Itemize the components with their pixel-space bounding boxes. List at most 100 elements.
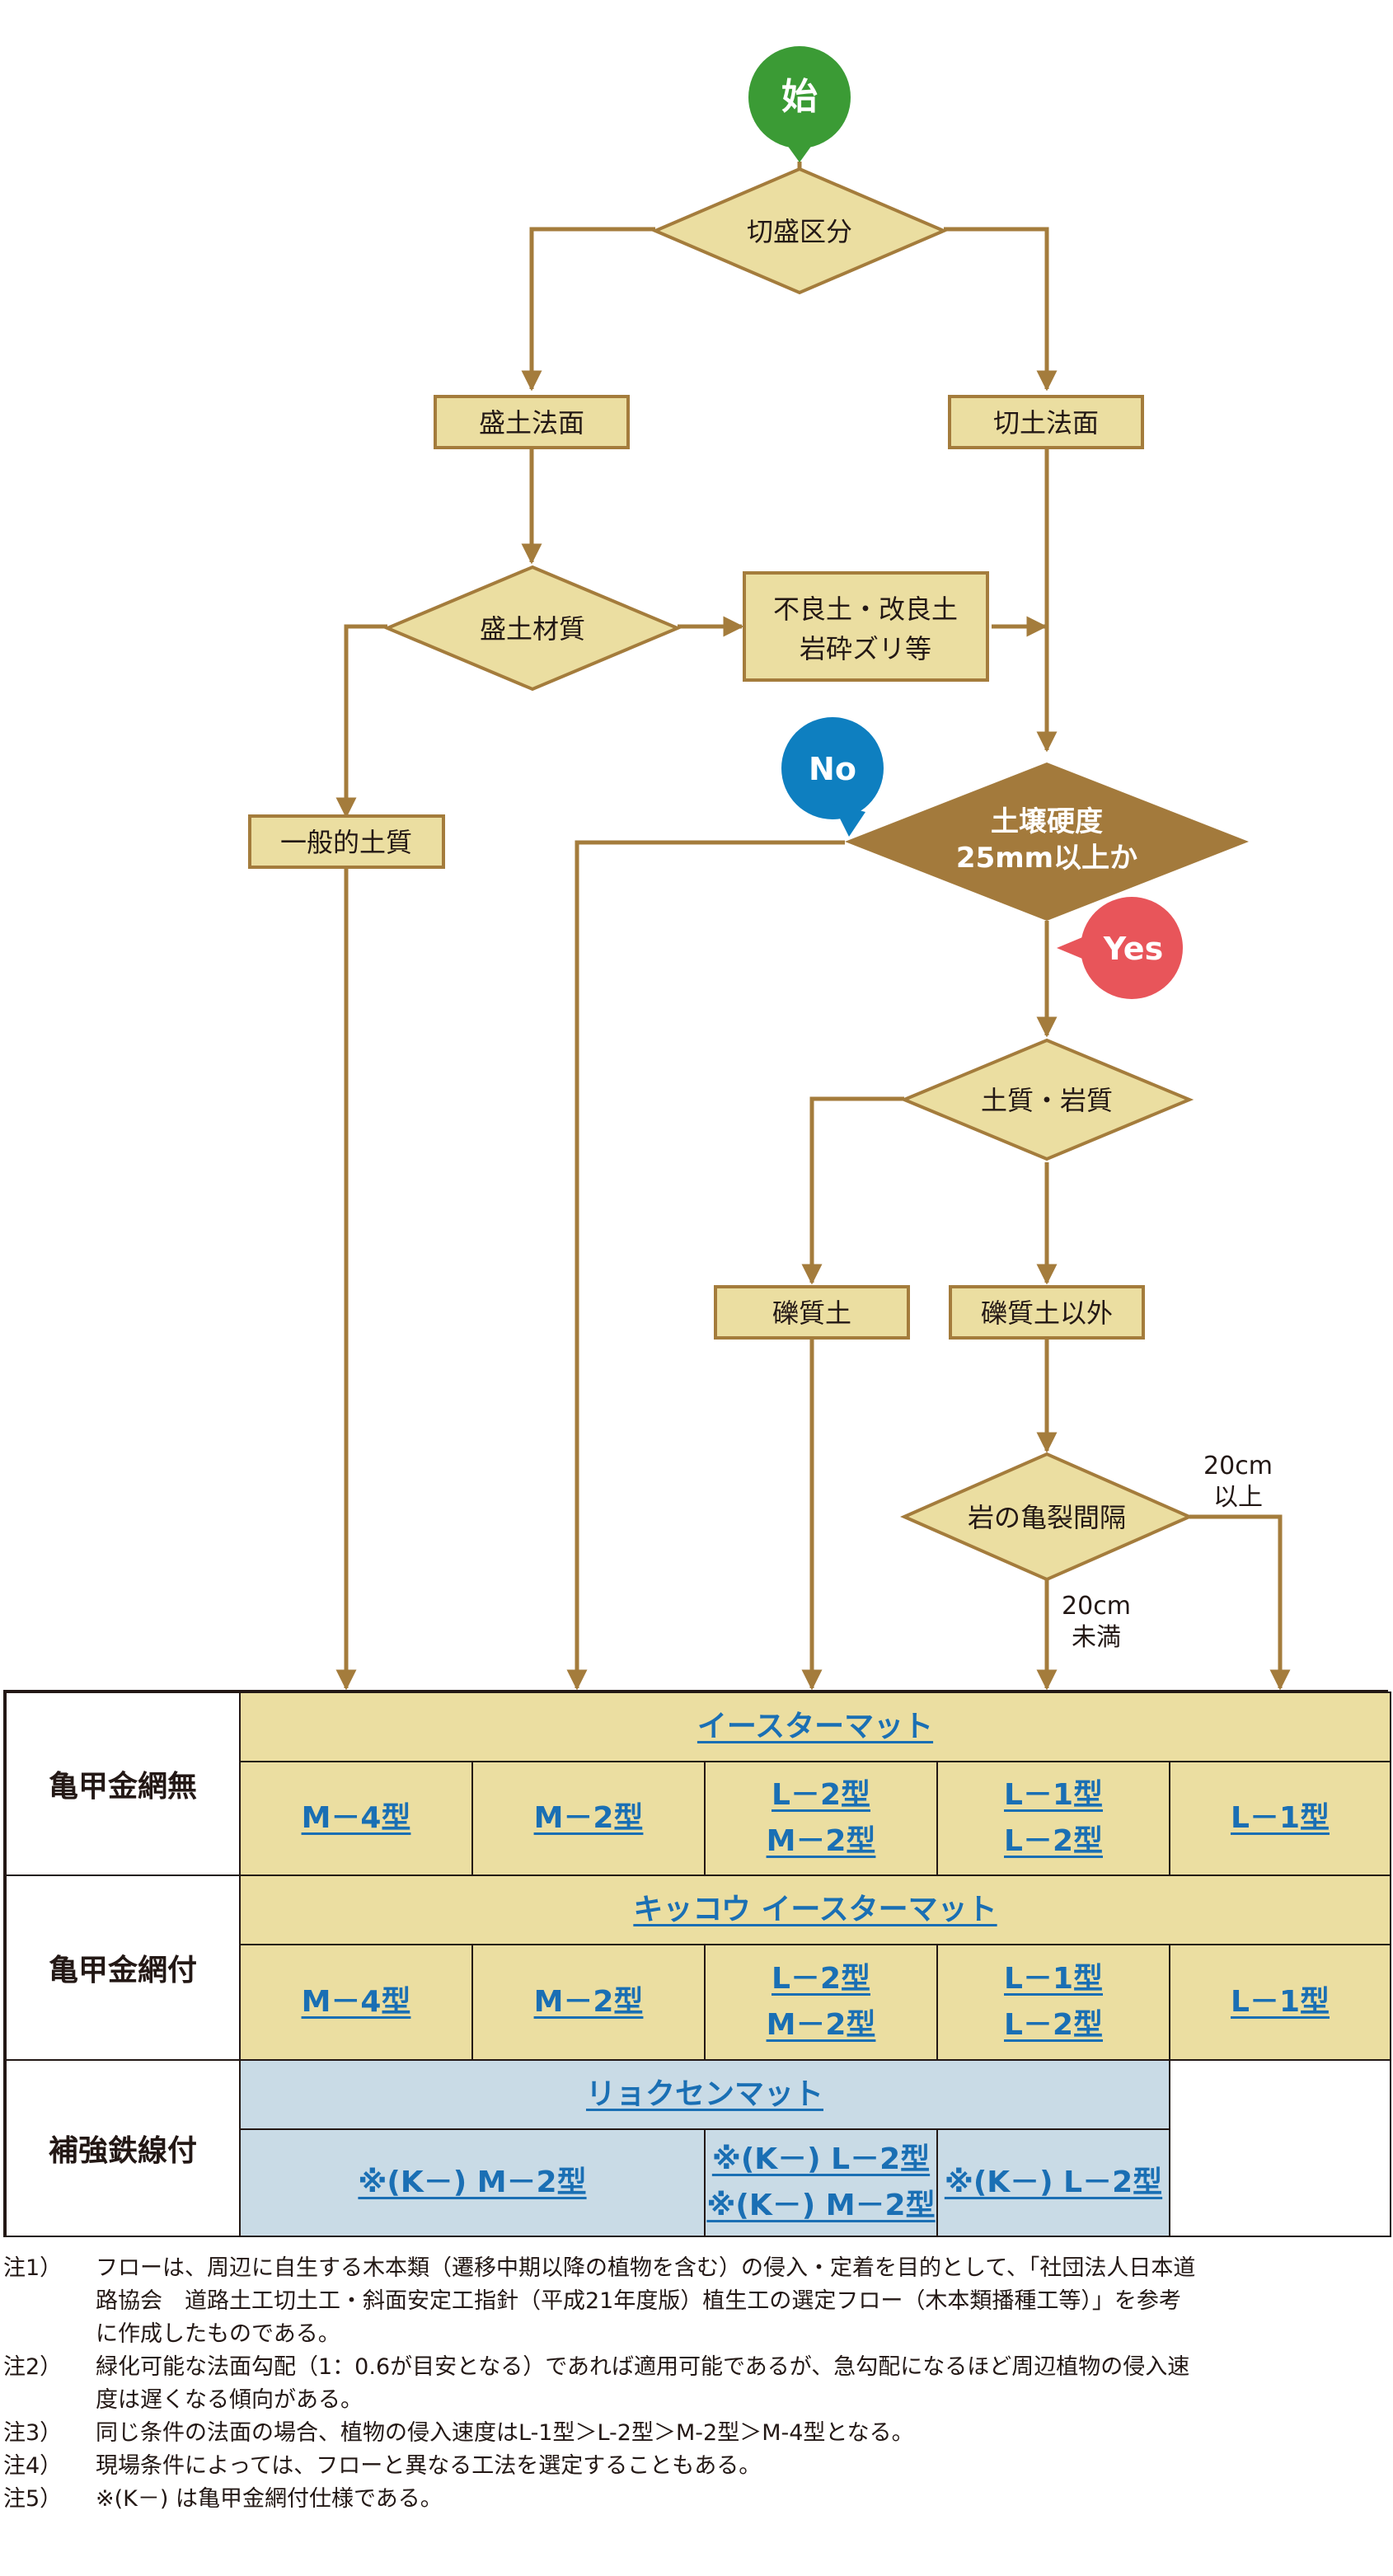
note-text: ※(K－) は亀甲金網付仕様である。 (96, 2486, 443, 2512)
type-link[interactable]: M－4型 (301, 1801, 411, 1835)
type-link[interactable]: L－1型 (1231, 1801, 1330, 1835)
crack-interval-diamond: 岩の亀裂間隔 (900, 1452, 1194, 1582)
general-soil-box: 一般的土質 (248, 814, 445, 869)
poor-soil-box: 不良土・改良土 岩砕ズリ等 (743, 571, 989, 682)
non-gravel-soil-box: 礫質土以外 (949, 1285, 1145, 1340)
type-cell: M－4型 (239, 1761, 473, 1876)
to-cut-slope-arrow (944, 227, 1058, 392)
row-head-no-mesh: 亀甲金網無 (5, 1692, 241, 1876)
over-20cm-line1: 20cm (1203, 1452, 1273, 1480)
cut-slope-box: 切土法面 (948, 395, 1144, 449)
row-head-with-mesh: 亀甲金網付 (5, 1875, 241, 2061)
type-cell: L－2型 M－2型 (704, 1944, 938, 2061)
type-link-line: L－2型 (772, 1778, 870, 1812)
non-gravel-soil-label: 礫質土以外 (981, 1297, 1113, 1329)
hardness-no-arrow (566, 840, 845, 1691)
soil-hardness-diamond: 土壌硬度 25mm以上か (845, 762, 1249, 921)
poor-soil-line2: 岩砕ズリ等 (800, 633, 931, 664)
to-fill-slope-arrow (521, 227, 655, 392)
note-1: 注1） フローは、周辺に自生する木本類（遷移中期以降の植物を含む）の侵入・定着を… (0, 2252, 1393, 2351)
type-cell: ※(K－) L－2型 ※(K－) M－2型 (704, 2128, 938, 2237)
product-link-ryokusen-mat[interactable]: リョクセンマット (585, 2077, 823, 2111)
yes-label: Yes (1103, 931, 1163, 967)
type-link[interactable]: M－4型 (301, 1985, 411, 2019)
type-cell: ※(K－) M－2型 (239, 2128, 706, 2237)
start-bubble: 始 (748, 46, 851, 162)
note-text: フローは、周辺に自生する木本類（遷移中期以降の植物を含む）の侵入・定着を目的とし… (96, 2255, 1196, 2347)
flowchart: 始 切盛区分 盛土法面 切土法面 盛土材質 不良土・改良土 岩砕ズリ等 一般的土… (248, 46, 1291, 1691)
type-link[interactable]: L－1型 L－2型 (1004, 1956, 1103, 2048)
type-cell: M－2型 (471, 1944, 706, 2061)
note-label: 注2） (3, 2354, 63, 2380)
type-cell: M－4型 (239, 1944, 473, 2061)
to-gravel-soil-arrow (801, 1096, 904, 1285)
notes: 注1） フローは、周辺に自生する木本類（遷移中期以降の植物を含む）の侵入・定着を… (0, 2252, 1393, 2516)
type-cell: L－1型 (1169, 1944, 1391, 2061)
start-label: 始 (781, 76, 818, 118)
no-bubble: No (781, 717, 884, 837)
note-2: 注2） 緑化可能な法面勾配（1：0.6が目安となる）であれば適用可能であるが、急… (0, 2351, 1393, 2417)
note-label: 注4） (3, 2453, 63, 2479)
type-cell: L－1型 (1169, 1761, 1391, 1876)
gravel-soil-label: 礫質土 (772, 1297, 851, 1329)
crack-interval-label: 岩の亀裂間隔 (968, 1502, 1126, 1533)
fill-slope-label: 盛土法面 (479, 407, 584, 439)
soil-rock-diamond: 土質・岩質 (899, 1038, 1194, 1161)
type-link-line: M－2型 (766, 2008, 876, 2042)
type-link-line: L－2型 (1004, 2008, 1103, 2042)
connectors (335, 162, 1291, 1691)
fill-slope-box: 盛土法面 (434, 395, 630, 449)
cut-fill-diamond: 切盛区分 (650, 167, 949, 295)
type-link-line: M－2型 (766, 1824, 876, 1858)
no-label: No (809, 751, 856, 787)
note-3: 注3） 同じ条件の法面の場合、植物の侵入速度はL-1型＞L-2型＞M-2型＞M-… (0, 2417, 1393, 2450)
product-cell-kikkou-easter-mat: キッコウ イースターマット (239, 1875, 1391, 1945)
product-link-kikkou-easter-mat[interactable]: キッコウ イースターマット (633, 1893, 997, 1926)
note-text: 緑化可能な法面勾配（1：0.6が目安となる）であれば適用可能であるが、急勾配にな… (96, 2354, 1190, 2413)
note-5: 注5） ※(K－) は亀甲金網付仕様である。 (0, 2483, 1393, 2516)
type-link[interactable]: ※(K－) L－2型 ※(K－) M－2型 (706, 2137, 935, 2229)
note-text: 同じ条件の法面の場合、植物の侵入速度はL-1型＞L-2型＞M-2型＞M-4型とな… (96, 2420, 914, 2446)
type-cell: L－2型 M－2型 (704, 1761, 938, 1876)
crack-over-20cm-arrow (1189, 1514, 1291, 1691)
type-link[interactable]: M－2型 (533, 1801, 644, 1835)
cut-fill-label: 切盛区分 (747, 216, 852, 247)
over-20cm-line2: 以上 (1213, 1483, 1263, 1512)
cut-slope-label: 切土法面 (993, 407, 1099, 439)
type-cell: ※(K－) L－2型 (936, 2128, 1170, 2237)
type-link[interactable]: ※(K－) L－2型 (944, 2165, 1163, 2199)
type-link-line: L－1型 (1004, 1962, 1103, 1996)
poor-soil-line1: 不良土・改良土 (773, 594, 958, 625)
yes-bubble: Yes (1057, 897, 1183, 999)
note-label: 注1） (3, 2255, 63, 2281)
note-label: 注5） (3, 2486, 63, 2512)
product-link-easter-mat[interactable]: イースターマット (696, 1710, 934, 1743)
type-link[interactable]: L－1型 (1231, 1985, 1330, 2019)
type-link[interactable]: ※(K－) M－2型 (358, 2165, 587, 2199)
type-link-line: L－2型 (1004, 1824, 1103, 1858)
type-link[interactable]: L－2型 M－2型 (767, 1772, 876, 1865)
soil-hardness-line1: 土壌硬度 (991, 805, 1103, 838)
material-to-general-soil-arrow (335, 624, 387, 819)
fill-material-label: 盛土材質 (480, 613, 585, 645)
selection-table: 亀甲金網無 イースターマット M－4型 M－2型 L－2型 M－2型 L－1型 L－… (3, 1690, 1391, 2237)
type-link-line: L－2型 (772, 1962, 870, 1996)
under-20cm-line1: 20cm (1062, 1592, 1131, 1621)
type-link[interactable]: M－2型 (533, 1985, 644, 2019)
empty-cell (1169, 2059, 1391, 2237)
note-4: 注4） 現場条件によっては、フローと異なる工法を選定することもある。 (0, 2450, 1393, 2483)
product-cell-ryokusen-mat: リョクセンマット (239, 2059, 1170, 2130)
fill-material-diamond: 盛土材質 (382, 565, 682, 692)
gravel-soil-box: 礫質土 (714, 1285, 910, 1340)
type-link[interactable]: L－2型 M－2型 (767, 1956, 876, 2048)
soil-hardness-line2: 25mm以上か (956, 842, 1137, 875)
under-20cm-line2: 未満 (1072, 1623, 1121, 1652)
note-text: 現場条件によっては、フローと異なる工法を選定することもある。 (96, 2453, 762, 2479)
type-link-line: ※(K－) L－2型 (711, 2142, 931, 2176)
type-link-line: ※(K－) M－2型 (706, 2189, 936, 2222)
row-head-reinforced-wire: 補強鉄線付 (5, 2059, 241, 2237)
soil-rock-label: 土質・岩質 (981, 1085, 1113, 1116)
note-label: 注3） (3, 2420, 63, 2446)
